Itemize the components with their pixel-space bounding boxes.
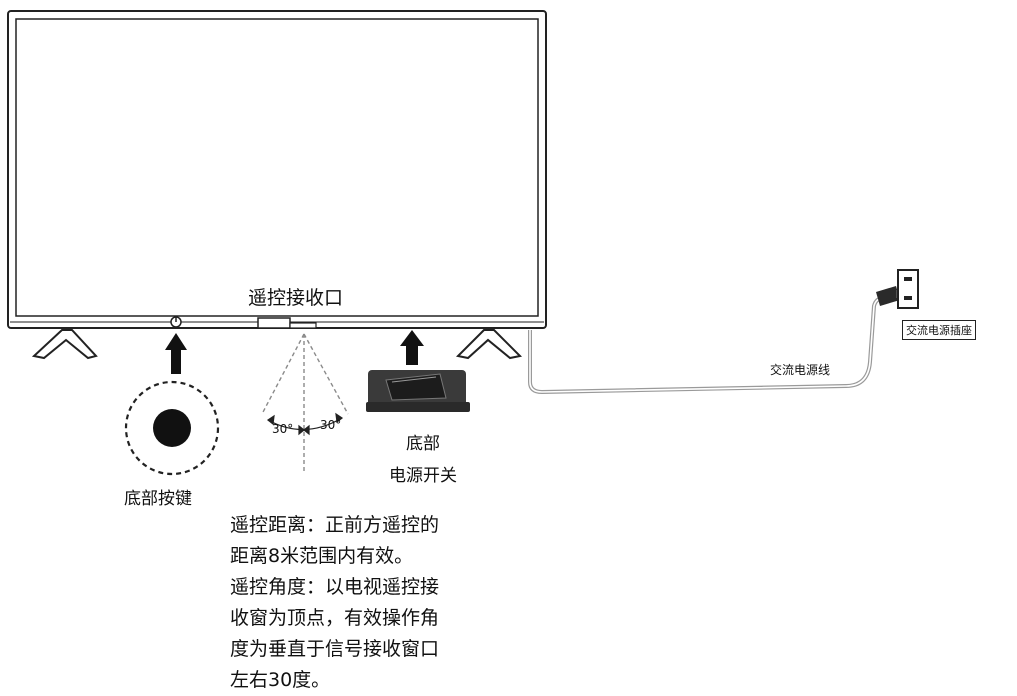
- power-switch-label-line2: 电源开关: [389, 466, 457, 486]
- arrow-up-bottom-button-icon: [165, 333, 187, 374]
- description-line: 距离8米范围内有效。: [230, 545, 414, 567]
- power-cord-label: 交流电源线: [770, 363, 831, 377]
- description-line: 遥控距离：正前方遥控的: [230, 514, 440, 536]
- power-cord-line: [528, 296, 885, 395]
- tv-leg-left: [31, 329, 98, 360]
- description-line: 收窗为顶点，有效操作角: [230, 607, 440, 629]
- angle-arc-icon: [266, 412, 344, 436]
- bottom-button-dashed-ring: [124, 380, 220, 476]
- tv-screen: [15, 18, 539, 317]
- angle-right-label: 30°: [320, 418, 342, 432]
- bottom-button-label: 底部按键: [124, 489, 192, 509]
- remote-receiver-label: 遥控接收口: [248, 287, 344, 309]
- tv-leg-right: [455, 329, 523, 360]
- angle-left-label: 30°: [272, 422, 294, 436]
- power-switch-label-line1: 底部: [406, 434, 440, 454]
- ac-socket-label: 交流电源插座: [902, 320, 976, 340]
- remote-description: 遥控距离：正前方遥控的 距离8米范围内有效。 遥控角度：以电视遥控接 收窗为顶点…: [230, 510, 439, 696]
- ac-socket-icon: [897, 269, 919, 309]
- arrow-up-power-switch-icon: [400, 330, 424, 365]
- remote-angle-cone: [261, 333, 349, 474]
- description-line: 左右30度。: [230, 669, 331, 691]
- power-switch-label: 底部 电源开关: [378, 428, 468, 492]
- description-line: 遥控角度：以电视遥控接: [230, 576, 440, 598]
- remote-receiver-window: [257, 317, 291, 329]
- power-switch-icon: [366, 370, 470, 412]
- remote-receiver-lens: [289, 322, 317, 329]
- power-cord-line-inner: [529, 297, 885, 393]
- bottom-button-icon: [153, 409, 191, 447]
- description-line: 度为垂直于信号接收窗口: [230, 638, 440, 660]
